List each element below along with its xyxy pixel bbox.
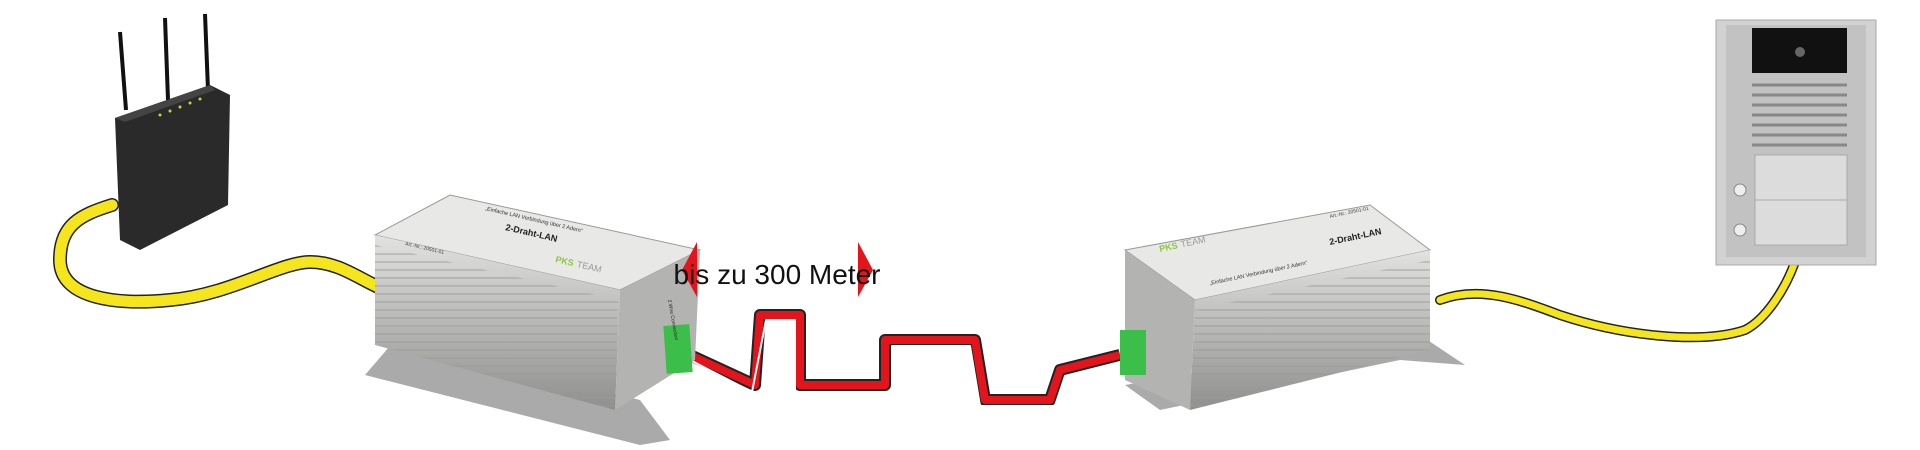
lan-cable-left-fill <box>54 199 391 308</box>
brand-bold: PKS <box>555 254 575 268</box>
speaker-grille <box>1752 83 1847 147</box>
antenna <box>163 17 170 101</box>
two-wire-cable <box>687 309 1122 407</box>
door-intercom-station <box>1715 19 1877 266</box>
router-top-edge <box>115 85 215 122</box>
bell-button-icon <box>1733 183 1747 197</box>
two-wire-lan-adapter-left: 2-Draht-LAN „Einfache LAN Verbindung übe… <box>365 194 702 445</box>
distance-indicator: bis zu 300 Meter <box>674 242 881 297</box>
terminal-block-icon <box>663 324 693 374</box>
mounting-bracket <box>365 340 670 445</box>
camera-lens <box>1795 47 1805 57</box>
bell-button-icon <box>1733 223 1747 237</box>
two-wire-lan-adapter-right: 2-Draht-LAN „Einfache LAN Verbindung übe… <box>1120 204 1465 410</box>
arrow-right-icon <box>858 242 873 297</box>
housing-ribs <box>1190 260 1430 410</box>
antenna <box>203 13 210 91</box>
status-leds <box>158 97 202 117</box>
housing-ribs <box>375 245 618 410</box>
router <box>115 13 230 250</box>
distance-label: bis zu 300 Meter <box>674 259 881 290</box>
antenna <box>118 31 128 111</box>
router-body <box>115 85 230 250</box>
lan-cable-right <box>1435 257 1800 343</box>
lan-cable-right-fill <box>1436 258 1799 341</box>
terminal-block-icon <box>1120 330 1146 375</box>
arrow-left-icon <box>682 242 697 297</box>
brand-bold: PKS <box>1158 240 1178 254</box>
